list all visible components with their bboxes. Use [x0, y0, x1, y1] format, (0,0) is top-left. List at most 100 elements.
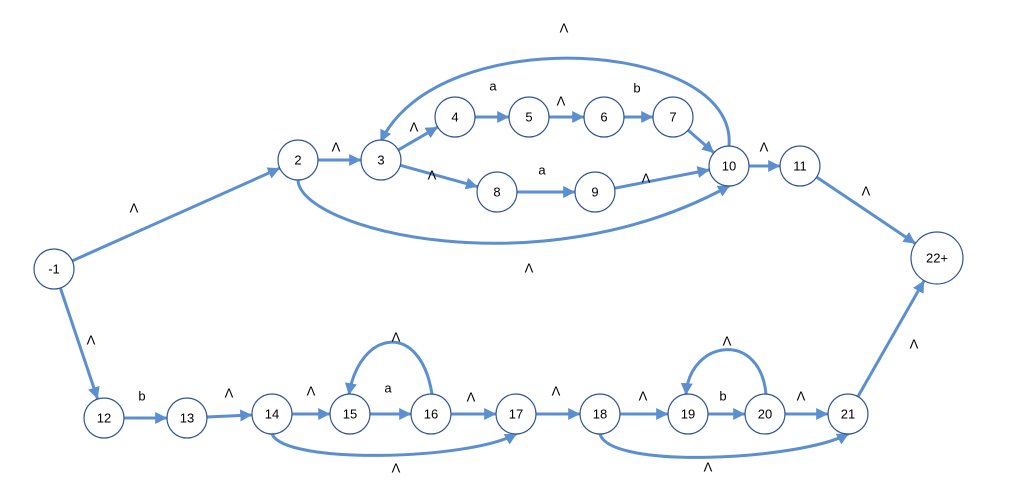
state-circle — [827, 393, 869, 435]
state-label: 20 — [758, 407, 772, 422]
edge-label-16-15: Λ — [392, 330, 401, 345]
state-15: 15 — [329, 393, 371, 435]
state-2: 2 — [277, 139, 319, 181]
state-label: 10 — [722, 159, 736, 174]
state-8: 8 — [476, 171, 518, 213]
state-22-final: 22+ — [910, 231, 964, 285]
state-21: 21 — [827, 393, 869, 435]
edge-label-9-10: Λ — [642, 171, 651, 186]
state-label: 5 — [525, 110, 532, 125]
state-circle — [910, 231, 964, 285]
state-circle — [277, 139, 319, 181]
state-circle — [744, 393, 786, 435]
edge-label-2-10: Λ — [525, 261, 534, 276]
state-label: 19 — [681, 407, 695, 422]
state-label: 9 — [591, 185, 598, 200]
edge-label-16-17: Λ — [467, 390, 476, 405]
state-circle — [329, 393, 371, 435]
state-label: 21 — [841, 407, 855, 422]
edge-label-4-5: a — [489, 79, 497, 94]
state-label: 22+ — [926, 251, 948, 266]
state-label: 7 — [669, 110, 676, 125]
state-label: 12 — [97, 411, 111, 426]
state-label: 3 — [377, 153, 384, 168]
edge-label-20-21: Λ — [797, 389, 806, 404]
edge-label-13-14: Λ — [225, 386, 234, 401]
state-3: 3 — [360, 139, 402, 181]
edge-13-14 — [205, 409, 253, 422]
edge-9-10 — [613, 166, 710, 190]
edge-label-14-15: Λ — [307, 384, 316, 399]
edge-18-21 — [598, 432, 850, 459]
state-13: 13 — [166, 397, 208, 439]
state-16: 16 — [410, 393, 452, 435]
state-6: 6 — [583, 96, 625, 138]
state-circle — [360, 139, 402, 181]
state-circle — [476, 171, 518, 213]
state-7: 7 — [652, 96, 694, 138]
state-circle — [166, 397, 208, 439]
state-circle — [83, 397, 125, 439]
state-circle — [583, 96, 625, 138]
state-circle — [667, 393, 709, 435]
edge-7-10 — [686, 128, 715, 154]
edge--1-12 — [58, 286, 100, 400]
state-label: 8 — [493, 185, 500, 200]
edge--1-2 — [70, 167, 281, 263]
state-18: 18 — [579, 393, 621, 435]
edge-label-5-6: Λ — [557, 94, 566, 109]
state-19: 19 — [667, 393, 709, 435]
state-label: 14 — [265, 407, 279, 422]
state-label: 17 — [509, 407, 523, 422]
state-4: 4 — [434, 96, 476, 138]
state--1: -1 — [33, 248, 75, 290]
edge-label-20-19: Λ — [723, 334, 732, 349]
state-label: 4 — [451, 110, 458, 125]
edge-label-12-13: b — [138, 389, 145, 404]
state-12: 12 — [83, 397, 125, 439]
edge-16-15 — [344, 340, 434, 396]
edge-label-6-7: b — [633, 81, 640, 96]
edge-2-10 — [296, 178, 731, 245]
edge-label-10-11: Λ — [760, 140, 769, 155]
edge-label--1-2: Λ — [130, 201, 139, 216]
edge-label-11-22: Λ — [862, 184, 871, 199]
edge-label-19-20: b — [719, 389, 726, 404]
state-label: 11 — [793, 159, 807, 174]
edge-label-3-4: Λ — [410, 120, 419, 135]
state-circle — [33, 248, 75, 290]
state-circle — [508, 96, 550, 138]
state-label: 6 — [600, 110, 607, 125]
state-circle — [495, 393, 537, 435]
edge-label-18-21: Λ — [704, 460, 713, 475]
state-10: 10 — [708, 145, 750, 187]
state-circle — [779, 145, 821, 187]
state-circle — [434, 96, 476, 138]
edge-label-21-22: Λ — [910, 337, 919, 352]
edge-3-4 — [396, 126, 439, 152]
edge-21-22 — [856, 279, 926, 399]
state-5: 5 — [508, 96, 550, 138]
state-label: 18 — [593, 407, 607, 422]
edge-10-3 — [379, 56, 731, 148]
edge-label-3-8: Λ — [428, 168, 437, 183]
edge-label-10-3: Λ — [560, 21, 569, 36]
edge-label--1-12: Λ — [87, 333, 96, 348]
edge-label-2-3: Λ — [332, 140, 341, 155]
state-circle — [579, 393, 621, 435]
state-label: 13 — [180, 411, 194, 426]
edges — [58, 56, 926, 459]
edge-label-17-18: Λ — [552, 384, 561, 399]
state-circle — [410, 393, 452, 435]
state-label: 16 — [424, 407, 438, 422]
state-label: 15 — [343, 407, 357, 422]
edge-11-22 — [815, 175, 917, 245]
edge-14-17 — [270, 432, 518, 457]
states: -1 2 3 4 5 6 7 8 9 10 11 22+ 12 13 14 15 16 17 18 19 20 21 — [33, 96, 964, 439]
edge-label-15-16: a — [384, 381, 392, 396]
edge-label-18-19: Λ — [639, 389, 648, 404]
state-circle — [251, 393, 293, 435]
state-circle — [574, 171, 616, 213]
